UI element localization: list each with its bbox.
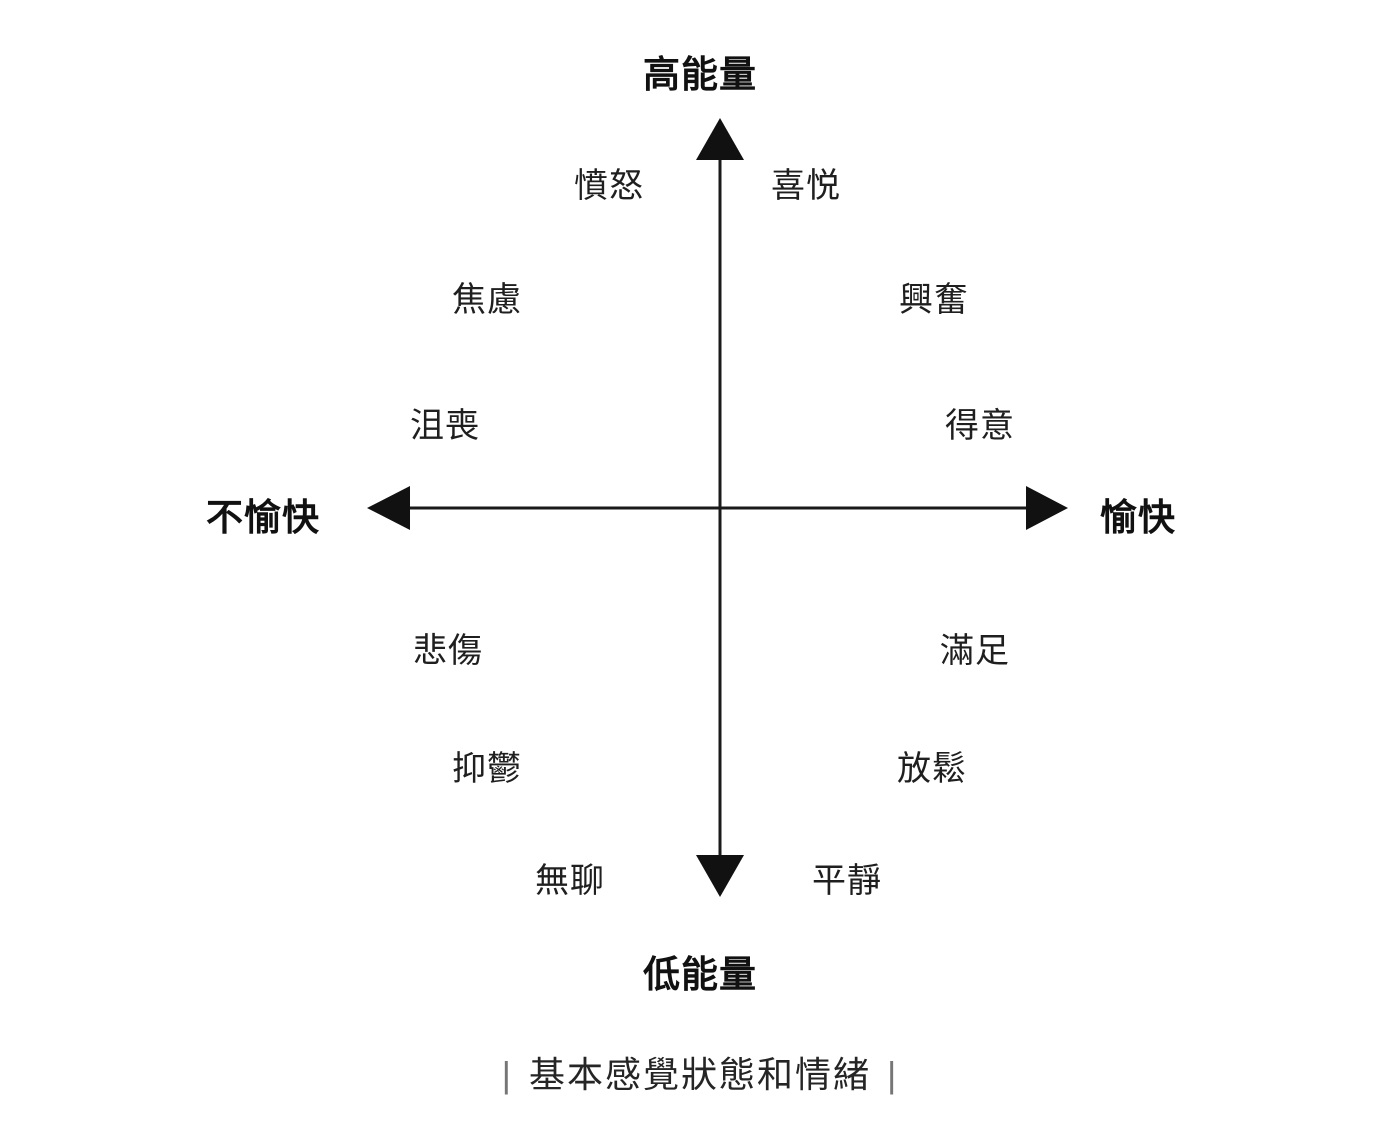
axis-label-pleasant: 愉快 <box>1100 497 1176 538</box>
emotion-label-calm: 平靜 <box>812 862 882 900</box>
chart-caption: | 基本感覺狀態和情緒 | <box>0 1046 1400 1098</box>
axis-label-high-energy: 高能量 <box>643 54 757 95</box>
caption-bracket-right: | <box>887 1054 899 1095</box>
caption-text: 基本感覺狀態和情緒 <box>528 1054 871 1095</box>
emotion-label-sadness: 悲傷 <box>413 632 483 670</box>
emotion-label-anxiety: 焦慮 <box>452 281 522 319</box>
right-arrowhead-icon <box>1026 486 1068 530</box>
emotion-label-dejection: 沮喪 <box>410 407 480 445</box>
left-arrowhead-icon <box>367 486 410 530</box>
emotion-label-elation: 得意 <box>945 407 1015 445</box>
down-arrowhead-icon <box>696 855 744 897</box>
emotion-label-anger: 憤怒 <box>574 167 644 205</box>
axis-label-low-energy: 低能量 <box>643 954 757 995</box>
caption-bracket-left: | <box>501 1054 513 1095</box>
emotion-label-contentment: 滿足 <box>940 632 1010 670</box>
up-arrowhead-icon <box>696 118 744 160</box>
axis-label-unpleasant: 不愉快 <box>206 497 320 538</box>
emotion-label-joy: 喜悦 <box>771 167 841 205</box>
emotion-label-excitement: 興奮 <box>899 281 969 319</box>
emotion-label-boredom: 無聊 <box>535 862 605 900</box>
emotion-label-depression: 抑鬱 <box>452 750 522 788</box>
emotion-label-relaxation: 放鬆 <box>897 750 967 788</box>
